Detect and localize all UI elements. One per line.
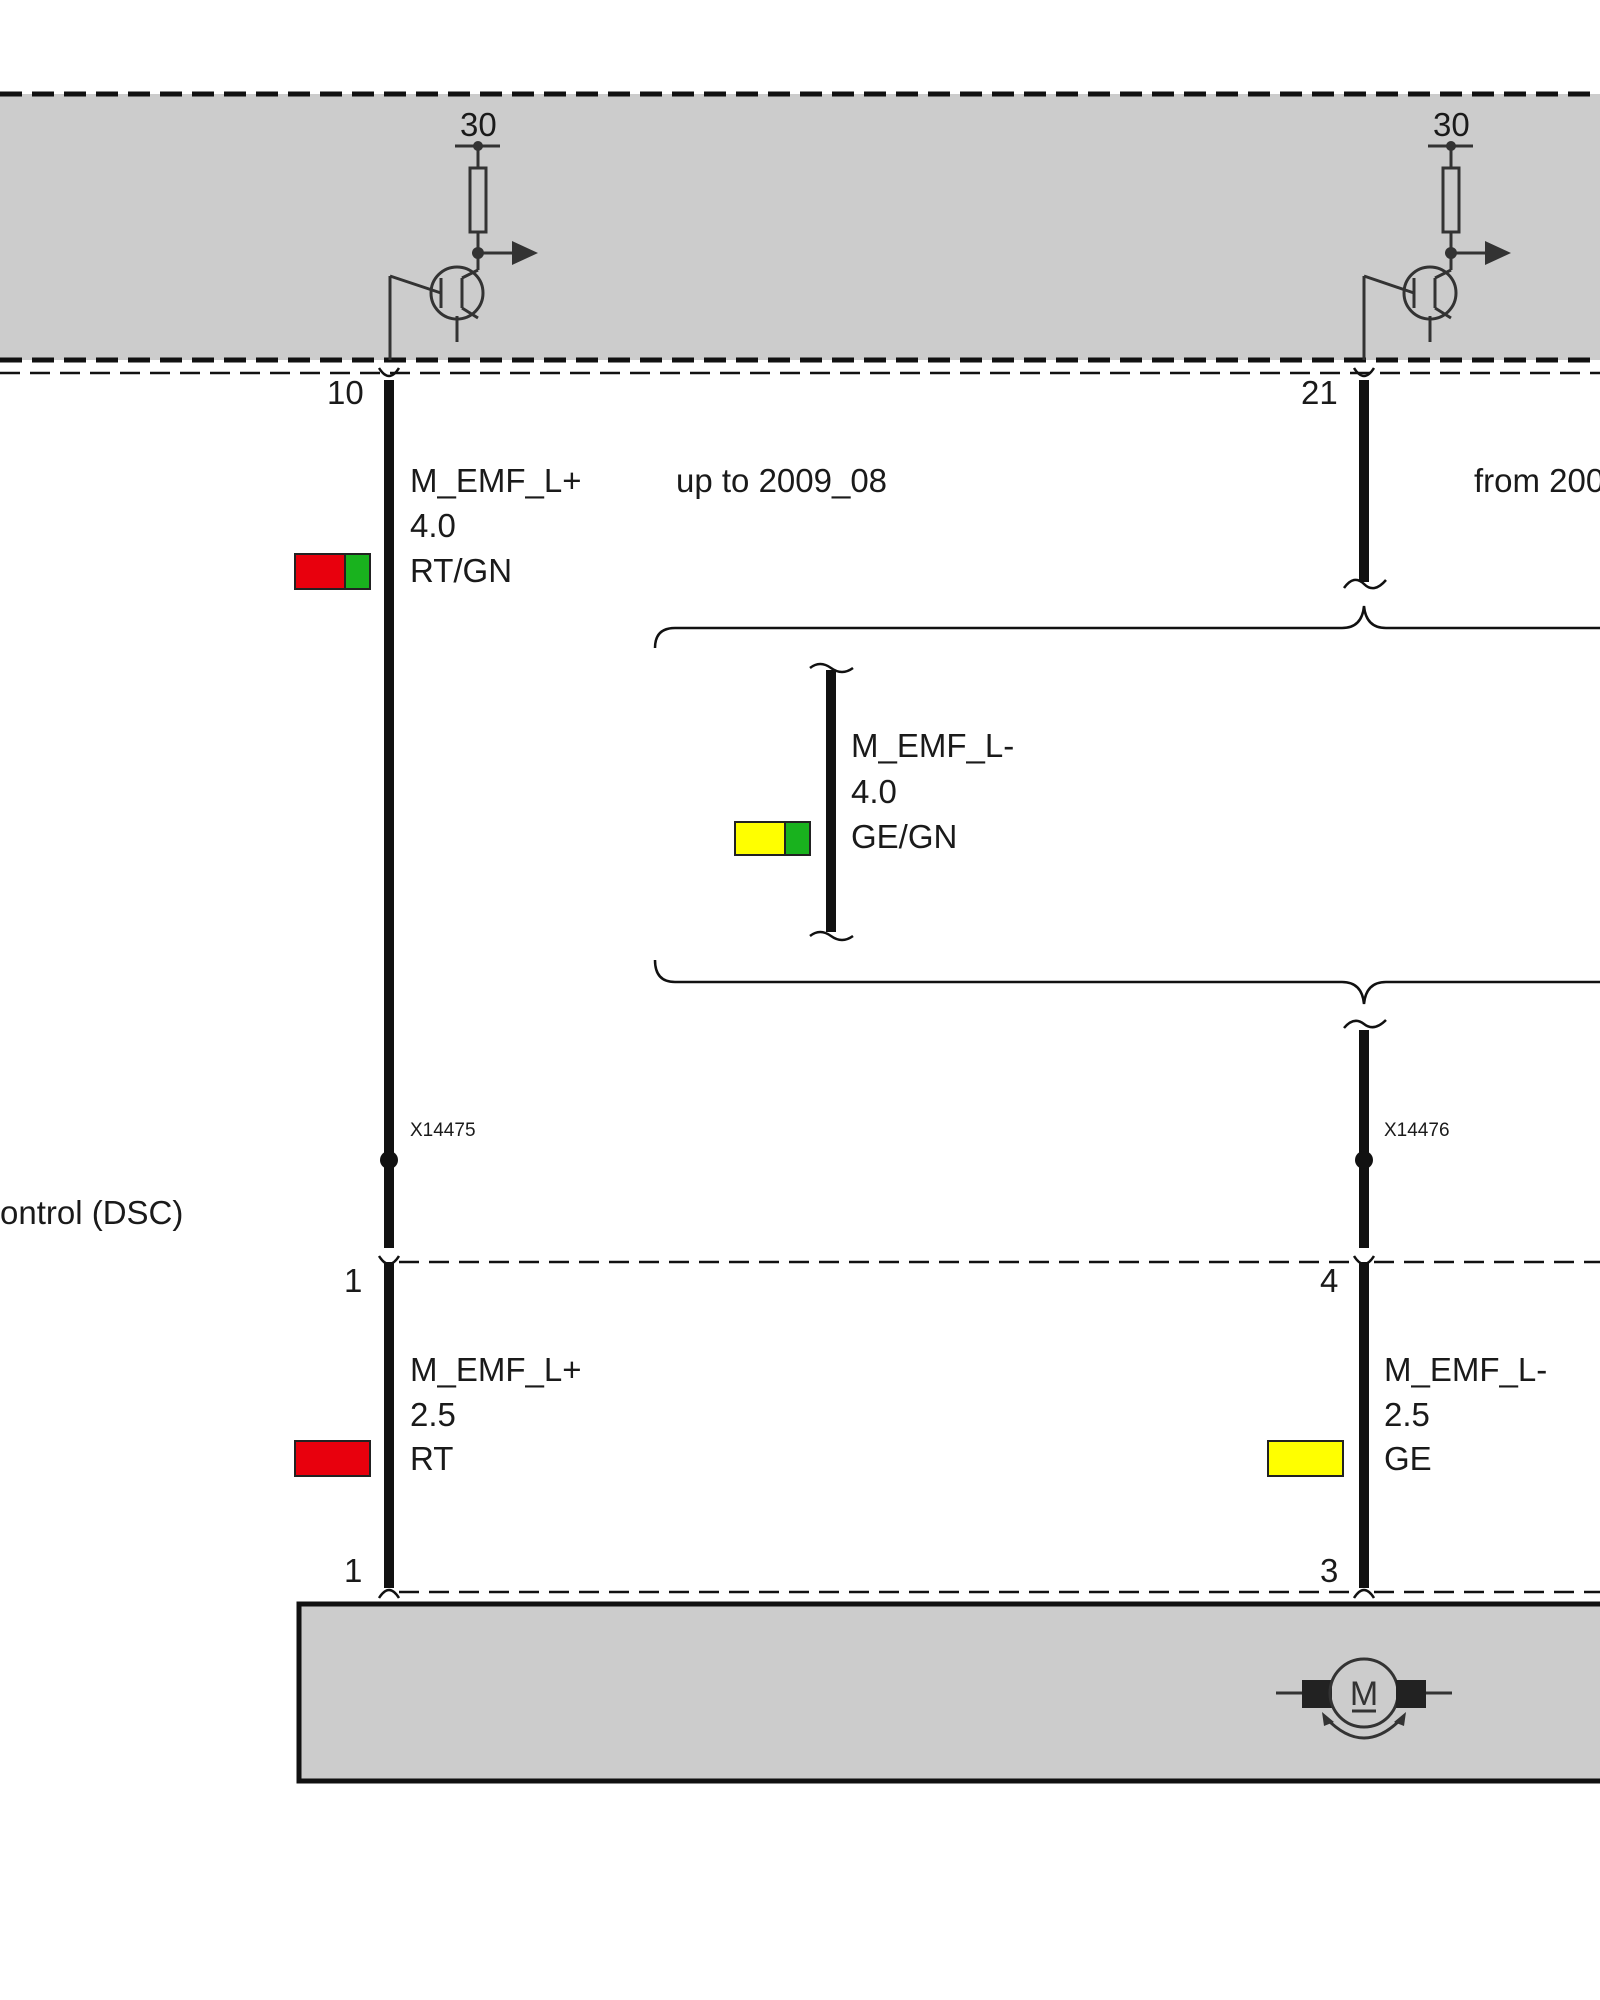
variant-label-right: from 200: [1474, 462, 1600, 499]
color-swatch-ge: [1267, 1440, 1344, 1477]
color-swatch-rt-gn: [294, 553, 371, 590]
right-transistor-driver: 30: [1362, 106, 1511, 360]
variant-label-left: up to 2009_08: [676, 462, 887, 499]
connector-dot-left: [380, 1151, 398, 1169]
variant-brace-lower: [653, 959, 1600, 1005]
break-mark-right-lower: [1343, 1019, 1387, 1029]
left-transistor-driver: 30: [388, 106, 538, 360]
wire-color-right-lower: GE: [1384, 1440, 1432, 1477]
wire-color-left-lower: RT: [410, 1440, 453, 1477]
motor-module-body: [296, 1601, 1600, 1784]
wire-gauge-left-upper: 4.0: [410, 507, 456, 544]
left-output-arrow-icon: [512, 241, 538, 265]
color-swatch-ge-gn: [734, 821, 811, 856]
left-supply-label: 30: [460, 106, 497, 143]
color-swatch-rt: [294, 1440, 371, 1477]
pin-socket-1: [377, 1255, 401, 1266]
wire-signal-mid: M_EMF_L-: [851, 727, 1014, 764]
pin-label-1-lower: 1: [344, 1552, 362, 1589]
motor-icon: M: [1276, 1657, 1452, 1740]
right-output-arrow-icon: [1485, 241, 1511, 265]
pin-label-1-upper: 1: [344, 1262, 362, 1299]
pin-label-3: 3: [1320, 1552, 1338, 1589]
variant-brace-upper: [653, 605, 1600, 649]
wire-gauge-right-lower: 2.5: [1384, 1396, 1430, 1433]
pin-socket-motor-1: [377, 1588, 401, 1599]
wire-color-left-upper: RT/GN: [410, 552, 512, 589]
pin-socket-motor-3: [1352, 1588, 1376, 1599]
pin-label-4: 4: [1320, 1262, 1338, 1299]
connector-label-left: X14475: [410, 1120, 476, 1141]
pin-socket-21: [1352, 367, 1376, 378]
motor-symbol-label: M: [1350, 1675, 1378, 1713]
pin-socket-10: [377, 367, 401, 378]
pin-socket-4: [1352, 1255, 1376, 1266]
wire-signal-left-lower: M_EMF_L+: [410, 1351, 581, 1388]
right-supply-label: 30: [1433, 106, 1470, 143]
wire-signal-right-lower: M_EMF_L-: [1384, 1351, 1547, 1388]
connector-label-right: X14476: [1384, 1120, 1450, 1141]
pin-label-21: 21: [1301, 374, 1338, 411]
wire-signal-left-upper: M_EMF_L+: [410, 462, 581, 499]
pin-label-10: 10: [327, 374, 364, 411]
rotation-arrow-icon: [1324, 1716, 1404, 1740]
wire-gauge-left-lower: 2.5: [410, 1396, 456, 1433]
wire-color-mid: GE/GN: [851, 818, 957, 855]
break-mark-right-upper: [1342, 578, 1387, 590]
top-module-body: [0, 94, 1600, 360]
side-module-label: ontrol (DSC): [0, 1194, 183, 1231]
break-mark-mid-top: [809, 662, 854, 674]
connector-dot-right: [1355, 1151, 1373, 1169]
wire-gauge-mid: 4.0: [851, 773, 897, 810]
break-mark-mid-bottom: [809, 930, 854, 942]
